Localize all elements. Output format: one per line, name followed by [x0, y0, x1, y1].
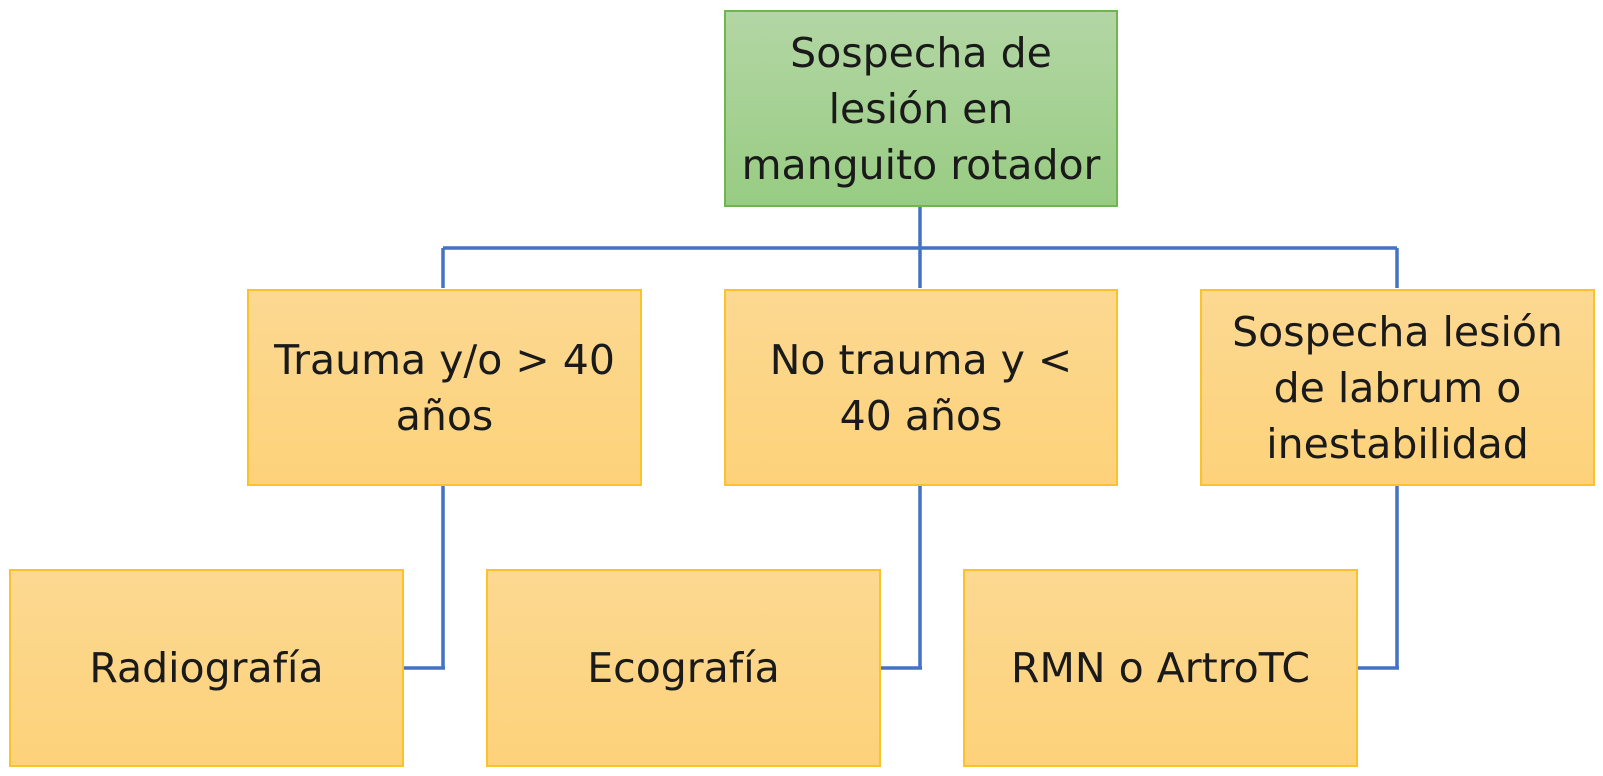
result-node-rmn-artrotc: RMN o ArtroTC: [963, 569, 1358, 767]
result-node-rmn-artrotc-label: RMN o ArtroTC: [1011, 644, 1310, 692]
condition-node-labrum: Sospecha lesión de labrum o inestabilida…: [1200, 289, 1595, 486]
root-node-label: Sospecha de lesión en manguito rotador: [741, 28, 1101, 189]
root-node: Sospecha de lesión en manguito rotador: [724, 10, 1118, 207]
condition-node-no-trauma-label: No trauma y < 40 años: [769, 335, 1073, 440]
condition-node-trauma-label: Trauma y/o > 40 años: [274, 335, 615, 440]
result-node-ecografia-label: Ecografía: [587, 644, 780, 692]
condition-node-trauma: Trauma y/o > 40 años: [247, 289, 642, 486]
condition-node-no-trauma: No trauma y < 40 años: [724, 289, 1118, 486]
condition-node-labrum-label: Sospecha lesión de labrum o inestabilida…: [1232, 307, 1563, 468]
result-node-ecografia: Ecografía: [486, 569, 881, 767]
result-node-radiografia: Radiografía: [9, 569, 404, 767]
result-node-radiografia-label: Radiografía: [89, 644, 324, 692]
